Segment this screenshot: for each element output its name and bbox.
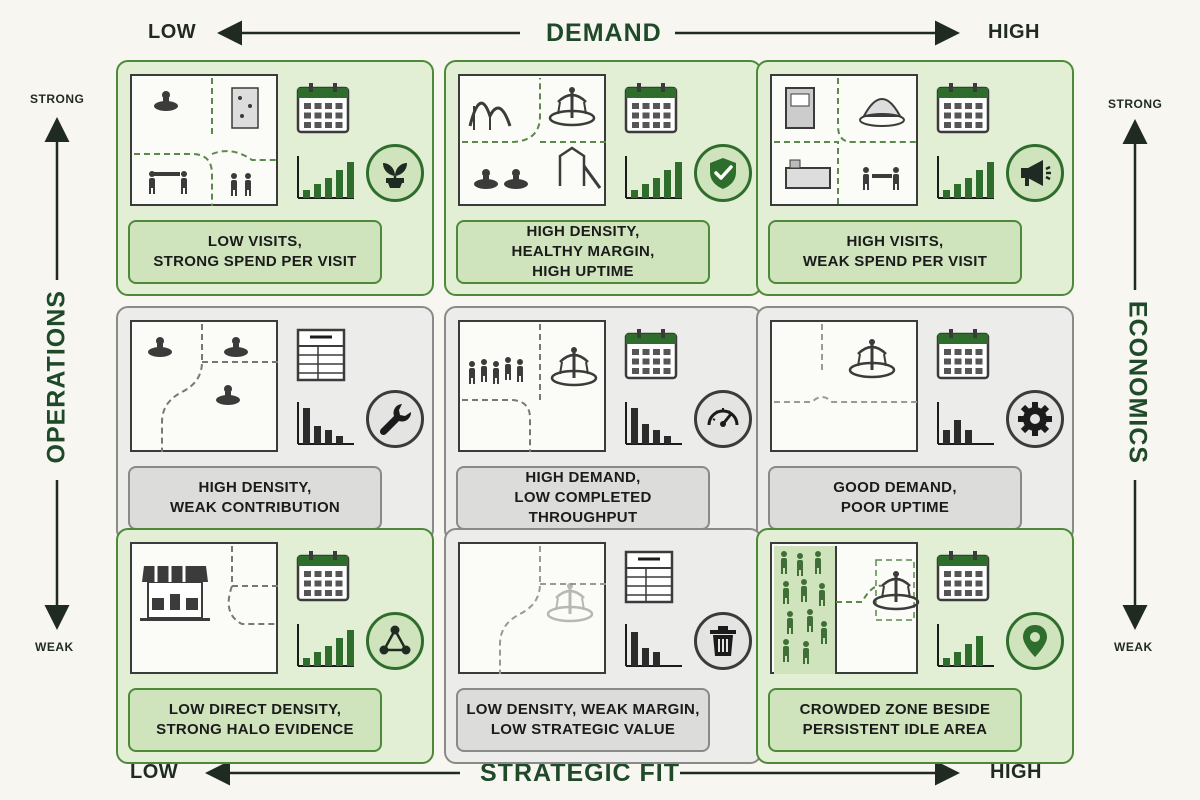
bar-chart-icon (936, 154, 996, 205)
cell-caption: GOOD DEMAND, POOR UPTIME (768, 466, 1022, 530)
table-icon (624, 550, 674, 609)
floor-plan-illustration (770, 74, 918, 206)
calendar-icon (936, 550, 990, 607)
trash-icon (694, 612, 752, 670)
caption-line: PERSISTENT IDLE AREA (802, 721, 988, 738)
location-pin-icon (1006, 612, 1064, 670)
wrench-icon (366, 390, 424, 448)
floor-plan-illustration (770, 320, 918, 452)
caption-line: STRONG SPEND PER VISIT (153, 253, 357, 270)
floor-plan-illustration (130, 542, 278, 674)
bar-chart-icon (624, 622, 684, 673)
calendar-icon (936, 328, 990, 385)
caption-line: GOOD DEMAND, (833, 479, 957, 496)
floor-plan-illustration (130, 320, 278, 452)
floor-plan-illustration (130, 74, 278, 206)
floor-plan-illustration (458, 74, 606, 206)
plant-icon (366, 144, 424, 202)
right-axis-title: ECONOMICS (1123, 300, 1152, 465)
shield-check-icon (694, 144, 752, 202)
matrix-cell: LOW DENSITY, WEAK MARGIN, LOW STRATEGIC V… (444, 528, 762, 764)
caption-line: HIGH VISITS, (846, 233, 944, 250)
network-icon (366, 612, 424, 670)
matrix-cell: HIGH DENSITY, WEAK CONTRIBUTION (116, 306, 434, 542)
caption-line: HEALTHY MARGIN, (511, 243, 655, 260)
right-axis-weak: WEAK (1114, 640, 1153, 654)
calendar-icon (624, 328, 678, 385)
caption-line: POOR UPTIME (840, 499, 950, 516)
megaphone-icon (1006, 144, 1064, 202)
bar-chart-icon (624, 154, 684, 205)
caption-line: LOW STRATEGIC VALUE (490, 721, 676, 738)
cell-caption: HIGH DENSITY, WEAK CONTRIBUTION (128, 466, 382, 530)
matrix-cell: HIGH VISITS, WEAK SPEND PER VISIT (756, 60, 1074, 296)
bottom-axis-high: HIGH (990, 761, 1042, 783)
caption-line: HIGH DEMAND, (525, 469, 641, 486)
bottom-axis-low: LOW (130, 761, 179, 783)
cell-caption: LOW DENSITY, WEAK MARGIN, LOW STRATEGIC V… (456, 688, 710, 752)
cell-caption: LOW DIRECT DENSITY, STRONG HALO EVIDENCE (128, 688, 382, 752)
top-axis-low: LOW (148, 21, 197, 43)
caption-line: LOW COMPLETED THROUGHPUT (514, 489, 652, 526)
cell-caption: HIGH DENSITY, HEALTHY MARGIN, HIGH UPTIME (456, 220, 710, 284)
matrix-cell: LOW VISITS, STRONG SPEND PER VISIT (116, 60, 434, 296)
calendar-icon (296, 550, 350, 607)
bar-chart-icon (296, 622, 356, 673)
gear-icon (1006, 390, 1064, 448)
floor-plan-illustration (458, 542, 606, 674)
bar-chart-icon (296, 400, 356, 451)
left-axis-weak: WEAK (35, 640, 74, 654)
floor-plan-illustration (770, 542, 920, 674)
calendar-icon (624, 82, 678, 139)
matrix-cell: GOOD DEMAND, POOR UPTIME (756, 306, 1074, 542)
matrix-cell: HIGH DEMAND, LOW COMPLETED THROUGHPUT (444, 306, 762, 542)
left-axis-title: OPERATIONS (42, 290, 71, 464)
caption-line: STRONG HALO EVIDENCE (156, 721, 354, 738)
gauge-icon (694, 390, 752, 448)
cell-caption: LOW VISITS, STRONG SPEND PER VISIT (128, 220, 382, 284)
caption-line: HIGH DENSITY, (526, 223, 640, 240)
table-icon (296, 328, 346, 387)
cell-caption: CROWDED ZONE BESIDE PERSISTENT IDLE AREA (768, 688, 1022, 752)
caption-line: CROWDED ZONE BESIDE (799, 701, 991, 718)
top-axis-high: HIGH (988, 21, 1040, 43)
matrix-cell: HIGH DENSITY, HEALTHY MARGIN, HIGH UPTIME (444, 60, 762, 296)
bar-chart-icon (936, 622, 996, 673)
cell-caption: HIGH DEMAND, LOW COMPLETED THROUGHPUT (456, 466, 710, 530)
caption-line: HIGH UPTIME (532, 263, 634, 280)
bar-chart-icon (936, 400, 996, 451)
calendar-icon (296, 82, 350, 139)
floor-plan-illustration (458, 320, 606, 452)
caption-line: WEAK CONTRIBUTION (169, 499, 341, 516)
top-axis-title: DEMAND (546, 19, 662, 47)
matrix-cell: LOW DIRECT DENSITY, STRONG HALO EVIDENCE (116, 528, 434, 764)
left-axis-strong: STRONG (30, 92, 85, 106)
caption-line: LOW DIRECT DENSITY, (168, 701, 342, 718)
caption-line: HIGH DENSITY, (198, 479, 312, 496)
cell-caption: HIGH VISITS, WEAK SPEND PER VISIT (768, 220, 1022, 284)
caption-line: LOW VISITS, (207, 233, 303, 250)
caption-line: WEAK SPEND PER VISIT (802, 253, 988, 270)
calendar-icon (936, 82, 990, 139)
caption-line: LOW DENSITY, WEAK MARGIN, (466, 701, 700, 718)
bar-chart-icon (624, 400, 684, 451)
bar-chart-icon (296, 154, 356, 205)
matrix-cell: CROWDED ZONE BESIDE PERSISTENT IDLE AREA (756, 528, 1074, 764)
right-axis-strong: STRONG (1108, 97, 1163, 111)
